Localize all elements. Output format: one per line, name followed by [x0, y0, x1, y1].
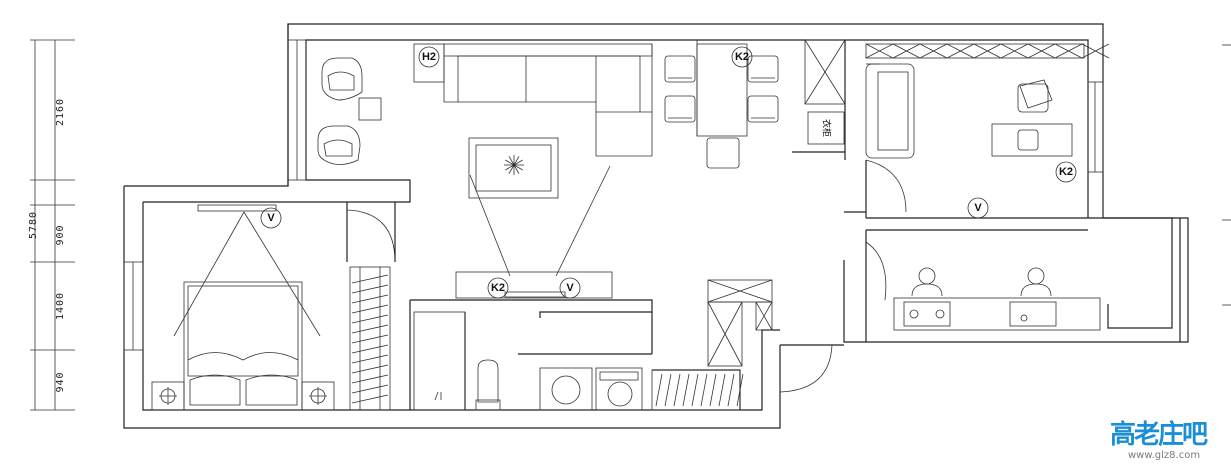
- svg-text:V: V: [974, 202, 982, 214]
- dim-seg-1: 2160: [55, 98, 66, 126]
- svg-text:H2: H2: [422, 51, 436, 63]
- svg-text:V: V: [566, 282, 574, 294]
- study: [865, 43, 1110, 219]
- watermark: 高老庄吧 www.glz8.com: [1108, 414, 1228, 464]
- label-v-bedroom: V: [260, 207, 282, 229]
- dining-area: [664, 39, 846, 169]
- label-closet: 衣柜: [821, 119, 833, 137]
- outer-walls: [123, 23, 1189, 429]
- label-k2-tv: K2: [487, 277, 509, 299]
- svg-text:V: V: [267, 212, 275, 224]
- dim-seg-4: 940: [55, 371, 66, 392]
- entry-cabinets: [707, 279, 833, 393]
- label-v-tv: V: [559, 277, 581, 299]
- svg-text:K2: K2: [735, 51, 749, 63]
- windows: [123, 39, 1104, 351]
- dimension-lines: [30, 39, 75, 411]
- dim-total: 5780: [28, 211, 39, 239]
- bedroom: [151, 204, 391, 411]
- dim-seg-2: 900: [55, 224, 66, 245]
- label-h2: H2: [418, 46, 440, 68]
- kitchen: [844, 211, 1101, 342]
- label-v-study: V: [967, 197, 989, 219]
- watermark-url: www.glz8.com: [1128, 450, 1201, 461]
- label-k2-study: K2: [1055, 161, 1077, 183]
- wardrobe-hatch: [351, 274, 389, 404]
- dim-seg-3: 1400: [55, 292, 66, 320]
- coffee-table-flower: [504, 155, 524, 175]
- shoe-cabinet-hatch: [655, 373, 744, 407]
- svg-text:K2: K2: [1059, 166, 1073, 178]
- watermark-brand: 高老庄吧: [1110, 420, 1208, 450]
- bedroom-door: [346, 202, 396, 263]
- svg-text:K2: K2: [491, 282, 505, 294]
- living-room: [317, 43, 653, 410]
- bathroom: [413, 311, 741, 411]
- label-k2-dining: K2: [731, 46, 753, 68]
